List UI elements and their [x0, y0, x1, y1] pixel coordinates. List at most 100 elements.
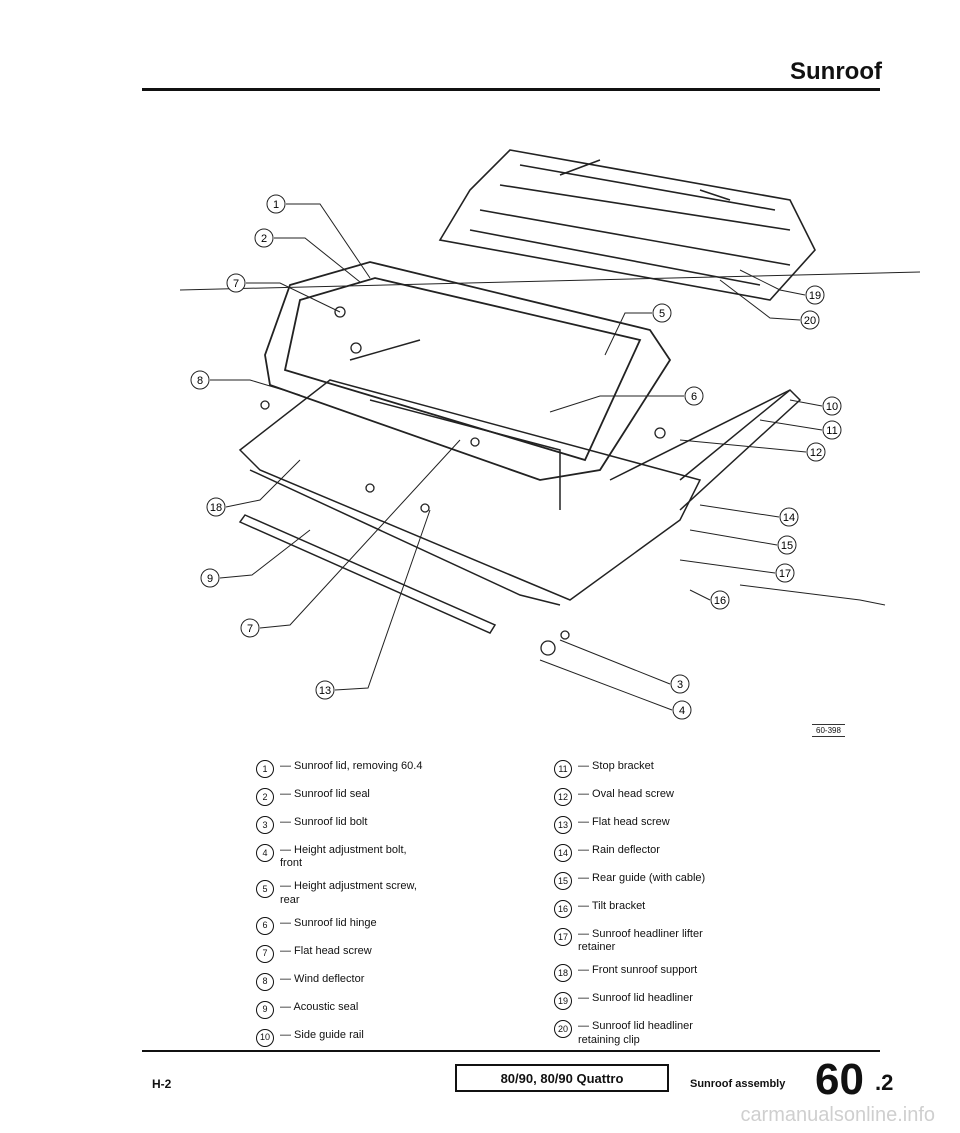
legend-text: — Tilt bracket — [578, 900, 646, 912]
legend-text: — Sunroof headliner lifter retainer — [578, 928, 703, 954]
legend-text: — Oval head screw — [578, 788, 674, 800]
legend-item: 12 — Oval head screw — [554, 788, 794, 806]
legend-number: 3 — [256, 816, 274, 834]
legend-text: — Sunroof lid hinge — [280, 916, 377, 929]
callout-3: 3 — [670, 674, 690, 694]
svg-text:15: 15 — [781, 540, 793, 552]
callout-20: 20 — [800, 310, 820, 330]
legend-item: 1— Sunroof lid, removing 60.4 — [256, 760, 516, 778]
legend-number: 8 — [256, 972, 274, 991]
legend-number: 5 — [256, 880, 274, 899]
callout-10: 10 — [822, 396, 842, 416]
svg-text:17: 17 — [779, 568, 791, 580]
legend-text: — Height adjustment bolt, front — [280, 844, 407, 870]
legend-item: 16 — Tilt bracket — [554, 900, 794, 918]
legend-text: — Rain deflector — [578, 844, 660, 856]
svg-text:1: 1 — [273, 199, 279, 211]
svg-text:16: 16 — [714, 595, 726, 607]
acoustic-seal — [238, 514, 497, 634]
svg-text:4: 4 — [679, 705, 685, 717]
svg-text:19: 19 — [809, 290, 821, 302]
page-number-sub: .2 — [875, 1070, 894, 1095]
legend-text: — Stop bracket — [578, 760, 654, 772]
svg-text:12: 12 — [810, 447, 822, 459]
legend-text: — Sunroof lid headliner — [578, 992, 693, 1005]
page-number: 60 — [815, 1055, 864, 1104]
legend-text: — Side guide rail — [280, 1028, 364, 1041]
legend-item: 17— Sunroof headliner lifter retainer — [554, 928, 794, 954]
legend-text: — Flat head screw — [280, 944, 372, 957]
legend-text: — Wind deflector — [280, 972, 365, 985]
svg-text:5: 5 — [659, 308, 665, 320]
callout-11: 11 — [822, 420, 842, 440]
callouts: 1 2 7 8 18 9 7 13 5 6 19 20 10 11 12 14 … — [190, 194, 842, 720]
legend-text: — Sunroof lid seal — [280, 788, 370, 800]
svg-text:11: 11 — [826, 425, 837, 437]
legend-number: 6 — [256, 916, 274, 935]
legend-text: — Sunroof lid, removing 60.4 — [280, 760, 423, 772]
legend-number: 12 — [554, 788, 572, 806]
svg-text:6: 6 — [691, 391, 697, 403]
svg-text:13: 13 — [319, 685, 331, 697]
svg-text:18: 18 — [210, 502, 222, 514]
legend-item: 7 — Flat head screw — [256, 944, 516, 963]
legend-text: — Sunroof lid bolt — [280, 816, 368, 828]
callout-1: 1 — [266, 194, 286, 214]
legend-text: — Sunroof lid headliner retaining clip — [578, 1020, 693, 1046]
leader-lines — [179, 203, 921, 711]
header-divider — [142, 88, 880, 91]
legend-item: 14 — Rain deflector — [554, 844, 794, 862]
callout-8: 8 — [190, 370, 210, 390]
legend-item: 13 — Flat head screw — [554, 816, 794, 834]
legend-number: 18 — [554, 964, 572, 983]
small-parts — [260, 306, 666, 656]
callout-7b: 7 — [240, 618, 260, 638]
footer-divider — [142, 1050, 880, 1052]
legend-number: 16 — [554, 900, 572, 918]
callout-4: 4 — [672, 700, 692, 720]
callout-7: 7 — [226, 273, 246, 293]
svg-text:7: 7 — [233, 278, 239, 290]
svg-text:20: 20 — [804, 315, 816, 327]
legend-item: 20— Sunroof lid headliner retaining clip — [554, 1020, 794, 1046]
svg-text:3: 3 — [677, 679, 683, 691]
legend-item: 3 — Sunroof lid bolt — [256, 816, 516, 834]
parts-legend-right: 11— Stop bracket 12 — Oval head screw 13 — F… — [554, 760, 794, 1057]
legend-item: 4— Height adjustment bolt, front — [256, 844, 516, 870]
callout-15: 15 — [777, 535, 797, 555]
legend-item: 9— Acoustic seal — [256, 1000, 516, 1019]
legend-item: 5— Height adjustment screw, rear — [256, 880, 516, 906]
legend-item: 8 — Wind deflector — [256, 972, 516, 991]
legend-number: 14 — [554, 844, 572, 862]
callout-19: 19 — [805, 285, 825, 305]
figure-reference: 60-398 — [812, 724, 845, 737]
legend-number: 9 — [256, 1000, 274, 1019]
sunroof-frame — [238, 339, 802, 606]
callout-17: 17 — [775, 563, 795, 583]
svg-text:10: 10 — [826, 401, 838, 413]
legend-item: 15 — Rear guide (with cable) — [554, 872, 794, 890]
watermark: carmanualsonline.info — [740, 1104, 935, 1126]
legend-number: 15 — [554, 872, 572, 890]
headliner-panel — [438, 149, 816, 301]
section-label: Sunroof assembly — [690, 1078, 786, 1090]
legend-number: 2 — [256, 788, 274, 806]
svg-text:8: 8 — [197, 375, 203, 387]
callout-5: 5 — [652, 303, 672, 323]
legend-item: 19— Sunroof lid headliner — [554, 992, 794, 1011]
svg-text:2: 2 — [261, 233, 267, 245]
callout-6: 6 — [684, 386, 704, 406]
page-title: Sunroof — [790, 58, 882, 85]
legend-number: 13 — [554, 816, 572, 834]
callout-14: 14 — [779, 507, 799, 527]
legend-item: 11— Stop bracket — [554, 760, 794, 778]
legend-text: — Flat head screw — [578, 816, 670, 828]
legend-item: 2 — Sunroof lid seal — [256, 788, 516, 806]
footer-code: H-2 — [152, 1077, 172, 1091]
svg-text:14: 14 — [783, 512, 795, 524]
legend-text: — Rear guide (with cable) — [578, 872, 706, 884]
callout-12: 12 — [806, 442, 826, 462]
legend-number: 7 — [256, 944, 274, 963]
legend-number: 10 — [256, 1028, 274, 1047]
